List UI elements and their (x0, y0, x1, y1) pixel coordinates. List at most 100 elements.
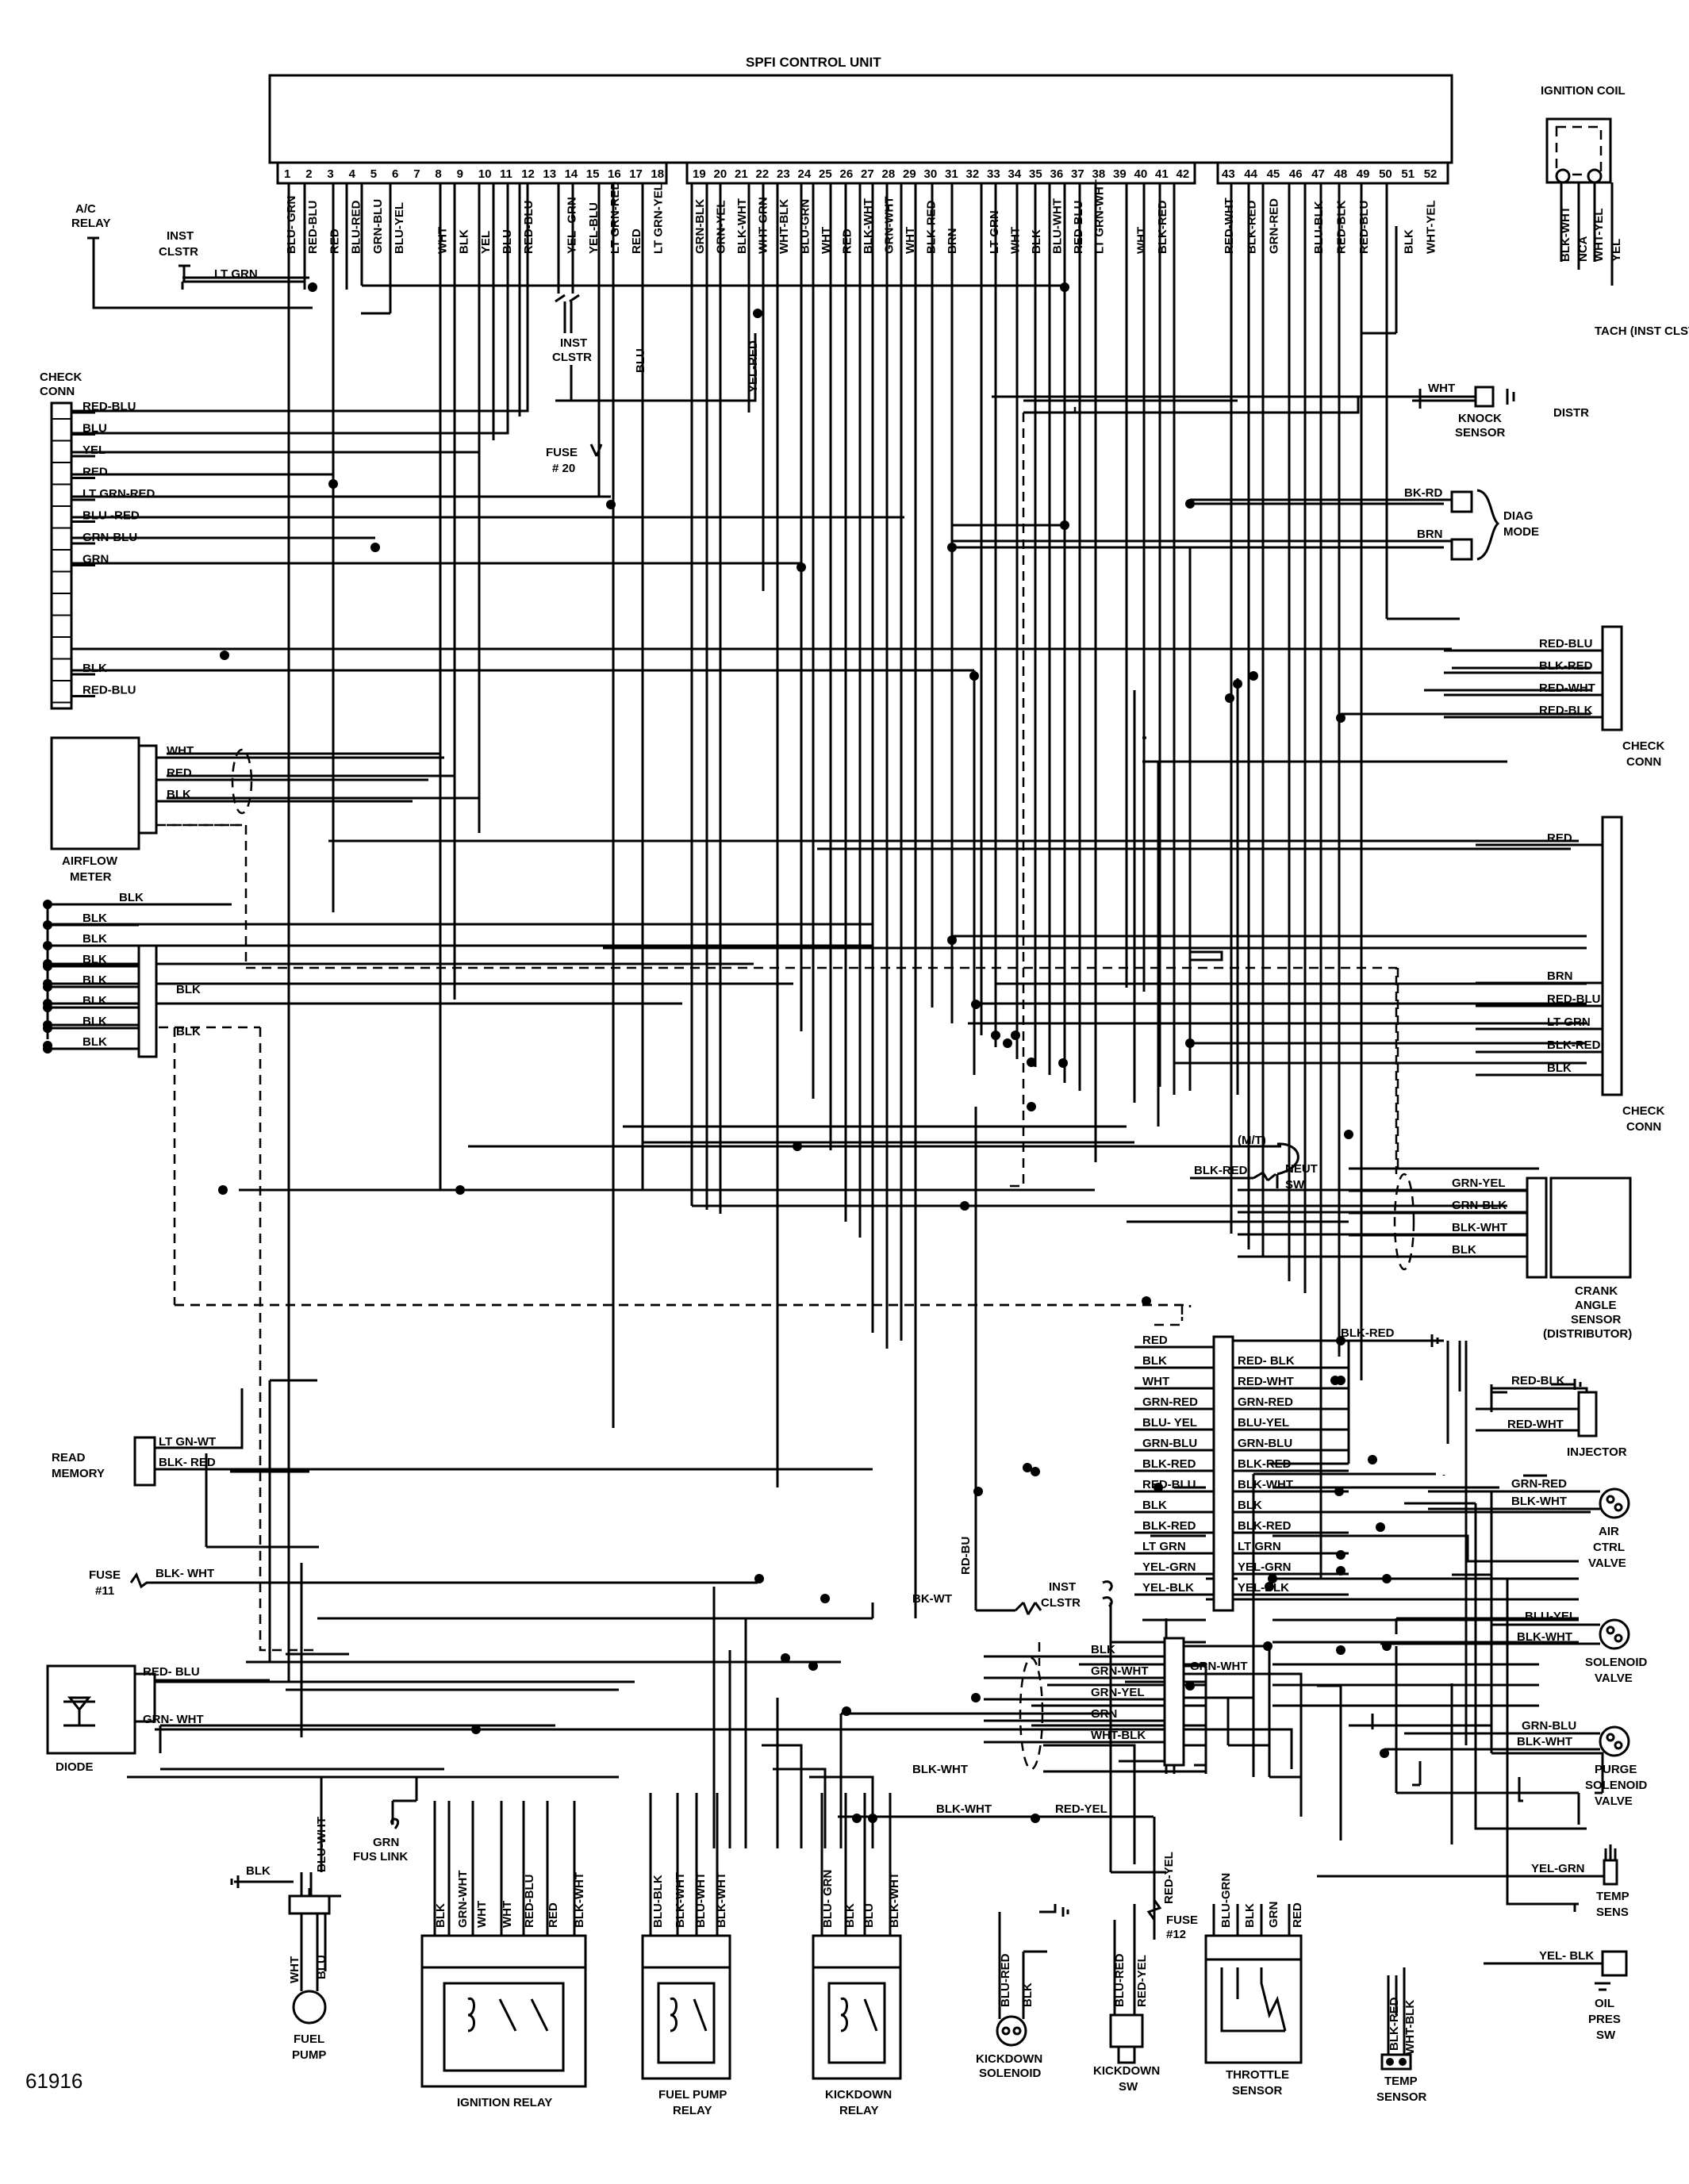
yel-red-label: YEL-RED (747, 340, 760, 393)
fuse20-label-2: # 20 (552, 462, 575, 475)
ecu-wire-label: RED (841, 228, 854, 254)
ecu-wire-label: BLK-WHT (735, 198, 749, 254)
kdrw-wire: BLK (843, 1903, 857, 1928)
mt-label: (M/T) (1238, 1134, 1266, 1147)
distr-label: DISTR (1553, 406, 1589, 420)
check-conn-left-wire: BLK (83, 662, 107, 675)
ecu-wire-label: BLU-YEL (393, 202, 406, 254)
fuse11-label: FUSE (89, 1568, 121, 1582)
check-conn-left-wire: RED-BLU (83, 400, 136, 413)
fuel-pump-label: FUEL (294, 2032, 324, 2046)
mid-conn-right-wire: BLK (1238, 1499, 1262, 1512)
ecu-pin: 34 (1008, 167, 1022, 181)
inst-clstr-mid: INST CLSTR BLU YEL-RED (552, 294, 760, 401)
irw-wire: GRN-WHT (456, 1871, 470, 1928)
oil-label-2: PRES (1588, 2013, 1621, 2026)
irw-wire: BLK-WHT (573, 1872, 586, 1928)
ecu-pin: 20 (714, 167, 727, 181)
inj-red-wht-label: RED-WHT (1507, 1418, 1564, 1431)
ecu-wire-label: WHT (1135, 227, 1149, 254)
airflow-meter-label-2: METER (70, 870, 112, 884)
fp-relay-label: FUEL PUMP (658, 2088, 727, 2101)
oil-pres-sw: YEL- BLK OIL PRES SW (1484, 1949, 1628, 2042)
purge-grn-blu-label: GRN-BLU (1522, 1719, 1576, 1733)
ecu-pin: 41 (1155, 167, 1169, 181)
inst-clstr-low: INST CLSTR RD-BU BK-WT (912, 1107, 1113, 1615)
aircv-grn-red-label: GRN-RED (1511, 1477, 1567, 1491)
ignition-coil-label: IGNITION COIL (1541, 84, 1626, 98)
ac-relay-label: A/C (75, 202, 96, 216)
ecu-wire-label: RED-WHT (1223, 198, 1236, 254)
ecu-pin: 33 (987, 167, 1000, 181)
ecu-pin: 43 (1222, 167, 1235, 181)
kdrw-wire: BLU (862, 1903, 876, 1928)
temp-sens: YEL-GRN TEMP SENS (1317, 1844, 1630, 1919)
crank-label: CRANK (1575, 1284, 1618, 1298)
solenoid-valve: BLU-YEL BLK-WHT SOLENOID VALVE (1380, 1610, 1648, 1685)
oil-label-3: SW (1596, 2029, 1616, 2042)
blk-red-rm-label: BLK- RED (159, 1456, 216, 1469)
check-conn-left-wire: GRN-BLU (83, 531, 137, 544)
rd-bu-label: RD-BU (959, 1537, 973, 1575)
inj-red-blk-label: RED-BLK (1511, 1374, 1565, 1388)
neut-wire-label: BLK-RED (1194, 1164, 1248, 1177)
ecu-pin: 48 (1334, 167, 1348, 181)
solv-blk-wht-label: BLK-WHT (1517, 1630, 1572, 1644)
check-conn-right-a-wire: BLK-RED (1539, 659, 1593, 673)
ecu-wire-label: BLK (458, 229, 471, 254)
ecu-pin: 21 (735, 167, 748, 181)
check-conn-right-a-wire: RED-WHT (1539, 681, 1595, 695)
coil-wire-label: YEL (1610, 239, 1623, 262)
ecu-pin: 15 (586, 167, 600, 181)
ecu-wire-label: LT GRN-RED (608, 181, 622, 254)
temp-sensor-label-2: SENSOR (1376, 2090, 1427, 2104)
ecu-pin: 11 (500, 167, 512, 181)
ecu-pin: 7 (413, 167, 420, 181)
fprw-wire: BLU-BLK (651, 1875, 665, 1928)
ecu-pin: 52 (1424, 167, 1438, 181)
ecu-pin: 29 (903, 167, 916, 181)
ecu-wire-label: GRN-RED (1268, 198, 1281, 254)
ecu-pin: 45 (1267, 167, 1280, 181)
fuse20-label: FUSE (546, 446, 578, 459)
ecu-pin: 30 (924, 167, 938, 181)
fp-bluwht-label: BLU-WHT (315, 1817, 328, 1872)
ecu-pin: 27 (861, 167, 874, 181)
ecu-wire-label: BLU-BLK (1312, 201, 1326, 254)
ecu-pin: 49 (1357, 167, 1370, 181)
ecu-pin: 39 (1113, 167, 1127, 181)
inst-clstr-top-label: INST (167, 229, 194, 243)
irw-wire: BLK (434, 1903, 447, 1928)
ecu-pin: 2 (305, 167, 312, 181)
knock-sensor: WHT KNOCK SENSOR (992, 382, 1515, 439)
neut-sw-label: NEUT (1285, 1162, 1318, 1176)
inst-clstr-low-label-2: CLSTR (1041, 1596, 1081, 1610)
mid-conn-right-wire: LT GRN (1238, 1540, 1281, 1553)
fuse-11: FUSE #11 BLK- WHT (89, 1567, 758, 1598)
check-conn-left-label: CHECK (40, 370, 83, 384)
irw-wire: WHT (501, 1901, 514, 1928)
knock-sensor-label: KNOCK (1458, 412, 1502, 425)
wires (46, 183, 1604, 2015)
crank-label-2: ANGLE (1575, 1299, 1617, 1312)
check-conn-right-a-wire: RED-BLU (1539, 637, 1593, 651)
oil-yel-blk-label: YEL- BLK (1539, 1949, 1594, 1963)
ecu-wire-label: YEL-BLU (587, 202, 601, 254)
low-conn-wire: GRN-WHT (1091, 1664, 1148, 1678)
aircv-label-2: CTRL (1593, 1541, 1625, 1554)
ecu-pin: 5 (370, 167, 377, 181)
kd-sol-label: KICKDOWN (976, 2052, 1042, 2066)
ecu-pin: 26 (840, 167, 854, 181)
bottom-wires: BLK-WHT RED-YEL RED-YEL FUSE #12 GRN FUS… (353, 1802, 1198, 1941)
check-conn-left-wire: RED (83, 466, 108, 479)
